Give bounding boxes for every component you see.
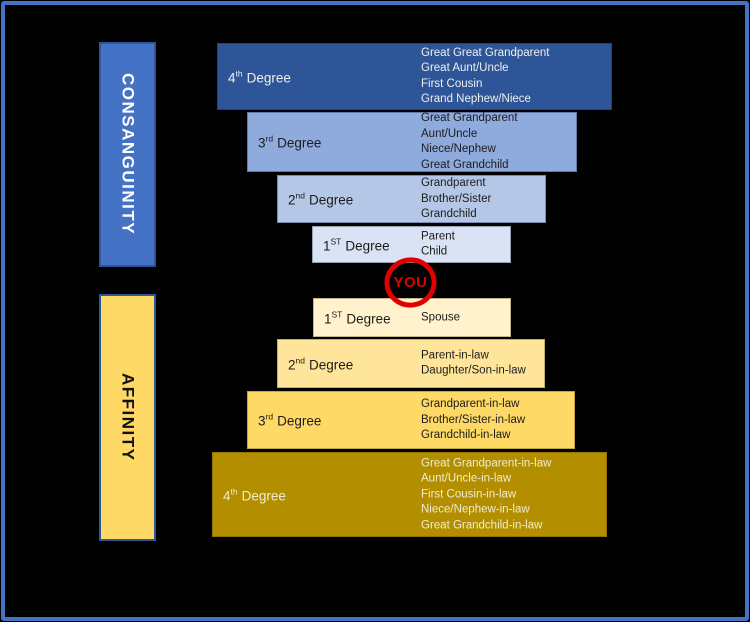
relation-item: Grand Nephew/Niece	[421, 93, 531, 105]
relation-item: Great Great Grandparent	[421, 46, 550, 59]
relation-item: Great Grandparent-in-law	[421, 456, 552, 469]
degree-number: 3	[258, 135, 266, 151]
degree-ordinal-suffix: nd	[295, 190, 305, 201]
relation-list: Great Grandparent-in-law Aunt/Uncle-in-l…	[421, 456, 551, 534]
relation-list: Parent-in-law Daughter/Son-in-law	[421, 348, 526, 379]
relation-item: Spouse	[421, 310, 461, 323]
degree-ordinal-suffix: ST	[330, 236, 342, 246]
relation-item: Aunt/Uncle	[421, 127, 478, 140]
relation-item: Aunt/Uncle-in-law	[421, 472, 512, 485]
relation-item: Grandchild-in-law	[421, 428, 511, 441]
affinity-section-label: AFFINITY	[118, 373, 138, 462]
relation-item: Grandchild	[421, 207, 477, 220]
degree-number: 2	[288, 192, 296, 208]
degree-ordinal-suffix: rd	[265, 133, 274, 144]
degree-word: Degree	[246, 70, 291, 85]
relation-item: Great Grandparent	[421, 112, 518, 124]
degree-number: 4	[223, 488, 231, 503]
degree-word: Degree	[345, 238, 390, 253]
relation-item: Great Aunt/Uncle	[421, 62, 509, 74]
degree-word: Degree	[277, 413, 322, 429]
affinity-section-box: AFFINITY	[99, 294, 156, 541]
relation-item: Great Grandchild-in-law	[421, 518, 543, 531]
degree-ordinal-suffix: nd	[295, 355, 305, 365]
relation-list: Parent Child	[421, 229, 455, 260]
relation-item: Grandparent-in-law	[421, 397, 520, 410]
degree-ordinal-suffix: th	[235, 68, 243, 78]
relation-item: Child	[421, 245, 448, 258]
relation-item: Niece/Nephew-in-law	[421, 503, 530, 516]
degree-word: Degree	[277, 135, 322, 151]
consanguinity-section-box: CONSANGUINITY	[99, 42, 156, 267]
degree-number: 1	[323, 238, 331, 253]
you-marker: YOU	[383, 255, 438, 310]
degree-number: 2	[288, 357, 296, 372]
relation-item: First Cousin	[421, 77, 483, 90]
relation-item: Brother/Sister-in-law	[421, 413, 526, 426]
relation-item: Daughter/Son-in-law	[421, 364, 526, 377]
degree-ordinal-suffix: th	[230, 486, 238, 496]
relation-item: Brother/Sister	[421, 192, 492, 205]
degree-word: Degree	[308, 357, 354, 372]
relation-list: Spouse	[421, 310, 460, 326]
degree-ordinal-suffix: rd	[265, 411, 274, 422]
relation-item: Parent	[421, 230, 455, 242]
you-circle-icon	[384, 257, 437, 308]
relation-item: Great Grandchild	[421, 158, 509, 171]
degree-number: 4	[228, 70, 236, 85]
relation-list: Great Great Grandparent Great Aunt/Uncle…	[421, 46, 549, 108]
degree-ordinal-suffix: ST	[331, 309, 343, 319]
relation-item: Parent-in-law	[421, 349, 489, 361]
relation-item: First Cousin-in-law	[421, 487, 517, 500]
consanguinity-section-label: CONSANGUINITY	[118, 73, 138, 236]
degree-word: Degree	[346, 311, 391, 326]
relation-item: Niece/Nephew	[421, 143, 496, 155]
degree-word: Degree	[241, 488, 286, 503]
degree-number: 3	[258, 413, 266, 429]
relation-item: Grandparent	[421, 176, 486, 189]
relation-list: Great Grandparent Aunt/Uncle Niece/Nephe…	[421, 111, 518, 173]
relation-list: Grandparent-in-law Brother/Sister-in-law…	[421, 397, 525, 444]
degree-word: Degree	[308, 192, 354, 208]
relation-list: Grandparent Brother/Sister Grandchild	[421, 176, 491, 223]
degree-number: 1	[324, 311, 332, 326]
you-label: YOU	[393, 274, 428, 291]
